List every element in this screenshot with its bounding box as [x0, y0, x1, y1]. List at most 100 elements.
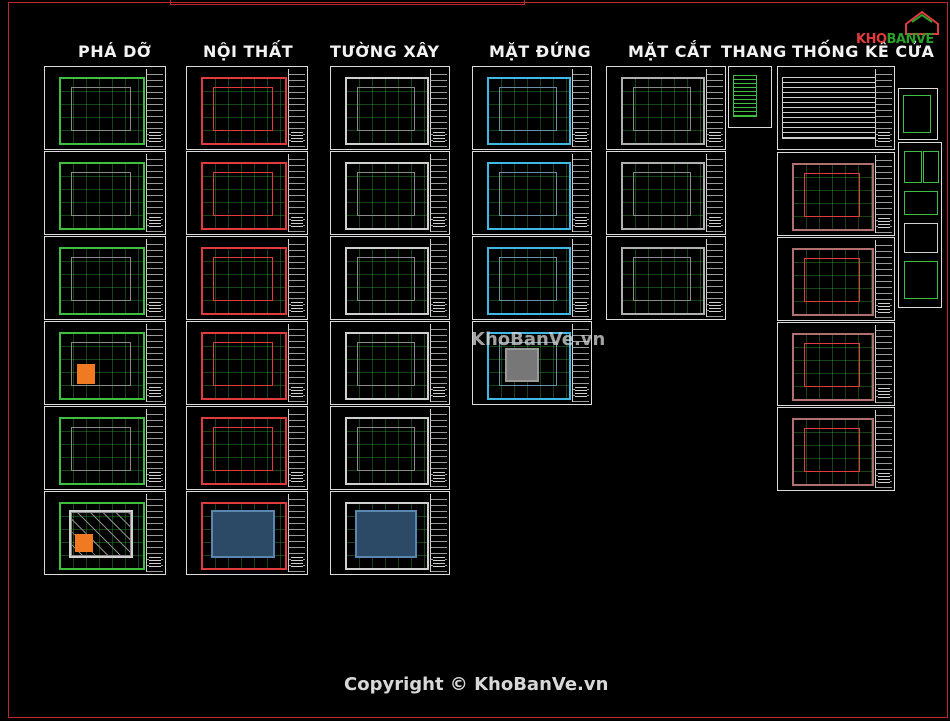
- floor-plan: [345, 332, 429, 400]
- title-block: [875, 240, 892, 318]
- sheet-mat-dung[interactable]: [472, 321, 592, 405]
- sheet-noi-that[interactable]: [186, 406, 308, 490]
- sheet-thong-ke-cua[interactable]: [777, 152, 895, 236]
- sheet-pha-do[interactable]: [44, 321, 166, 405]
- top-strip: [170, 0, 525, 5]
- sheet-pha-do[interactable]: [44, 151, 166, 235]
- title-block: [430, 324, 447, 402]
- floor-plan: [487, 247, 571, 315]
- sheet-tuong-xay[interactable]: [330, 66, 450, 150]
- logo-suffix: BANVE: [886, 32, 935, 47]
- column-title-mat-cat: MẶT CẮT: [628, 42, 712, 61]
- title-block: [706, 69, 723, 147]
- sheet-door-detail-2[interactable]: [898, 142, 942, 308]
- column-title-pha-do: PHÁ DỠ: [78, 42, 152, 61]
- door-detail: [904, 223, 938, 253]
- sheet-mat-dung[interactable]: [472, 66, 592, 150]
- sheet-mat-cat[interactable]: [606, 66, 726, 150]
- room-outline: [213, 257, 273, 301]
- room-outline: [499, 342, 557, 386]
- column-title-thong-ke-cua: THỐNG KÊ CỬA: [792, 42, 935, 61]
- room-outline: [499, 87, 557, 131]
- sheet-pha-do[interactable]: [44, 406, 166, 490]
- center-watermark: KhoBanVe.vn: [471, 329, 606, 350]
- sheet-thong-ke-cua[interactable]: [777, 407, 895, 491]
- door-detail: [904, 261, 938, 299]
- floor-plan: [792, 333, 874, 401]
- room-outline: [213, 172, 273, 216]
- column-title-noi-that: NỘI THẤT: [203, 42, 294, 61]
- room-outline: [804, 343, 860, 387]
- floor-plan: [201, 77, 287, 145]
- roof-plan: [355, 510, 417, 558]
- schedule-table: [782, 77, 876, 139]
- floor-plan: [345, 162, 429, 230]
- floor-plan: [345, 247, 429, 315]
- floor-plan: [345, 417, 429, 485]
- sheet-tuong-xay[interactable]: [330, 236, 450, 320]
- title-block: [288, 409, 305, 487]
- column-title-thang: THANG: [721, 42, 787, 61]
- sheet-pha-do[interactable]: [44, 66, 166, 150]
- stair-detail: [733, 75, 757, 117]
- title-block: [146, 324, 163, 402]
- sheet-pha-do[interactable]: [44, 236, 166, 320]
- title-block: [430, 239, 447, 317]
- sheet-mat-cat[interactable]: [606, 151, 726, 235]
- sheet-noi-that[interactable]: [186, 66, 308, 150]
- sheet-tuong-xay[interactable]: [330, 321, 450, 405]
- sheet-noi-that[interactable]: [186, 236, 308, 320]
- floor-plan: [59, 332, 145, 400]
- sheet-mat-dung[interactable]: [472, 236, 592, 320]
- floor-plan: [201, 417, 287, 485]
- sheet-noi-that[interactable]: [186, 151, 308, 235]
- title-block: [430, 154, 447, 232]
- title-block: [146, 69, 163, 147]
- logo-text: KHOBANVE: [856, 32, 934, 47]
- room-outline: [499, 172, 557, 216]
- sheet-mat-cat[interactable]: [606, 236, 726, 320]
- room-outline: [499, 257, 557, 301]
- room-outline: [213, 427, 273, 471]
- floor-plan: [487, 332, 571, 400]
- sheet-tuong-xay[interactable]: [330, 151, 450, 235]
- floor-plan: [345, 77, 429, 145]
- sheet-mat-dung[interactable]: [472, 151, 592, 235]
- floor-plan: [201, 247, 287, 315]
- logo-prefix: KHO: [856, 32, 887, 47]
- floor-plan: [792, 248, 874, 316]
- floor-plan: [201, 332, 287, 400]
- sheet-pha-do[interactable]: [44, 491, 166, 575]
- sheet-noi-that[interactable]: [186, 321, 308, 405]
- floor-plan: [59, 162, 145, 230]
- door-detail: [904, 191, 938, 215]
- title-block: [572, 324, 589, 402]
- room-outline: [633, 257, 691, 301]
- title-block: [875, 325, 892, 403]
- floor-plan: [621, 77, 705, 145]
- sheet-thong-ke-cua[interactable]: [777, 322, 895, 406]
- title-block: [146, 409, 163, 487]
- room-outline: [633, 172, 691, 216]
- title-block: [146, 494, 163, 572]
- room-outline: [213, 342, 273, 386]
- sheet-tuong-xay[interactable]: [330, 491, 450, 575]
- floor-plan: [59, 502, 145, 570]
- orange-area: [77, 364, 95, 384]
- title-block: [288, 154, 305, 232]
- floor-plan: [792, 163, 874, 231]
- sheet-thang[interactable]: [728, 66, 772, 128]
- door-detail: [904, 151, 922, 183]
- room-outline: [357, 342, 415, 386]
- title-block: [288, 324, 305, 402]
- sheet-thong-ke-cua[interactable]: [777, 237, 895, 321]
- title-block: [706, 154, 723, 232]
- sheet-tuong-xay[interactable]: [330, 406, 450, 490]
- floor-plan: [792, 418, 874, 486]
- title-block: [572, 239, 589, 317]
- sheet-noi-that[interactable]: [186, 491, 308, 575]
- sheet-door-schedule[interactable]: [777, 66, 895, 150]
- sheet-door-detail-1[interactable]: [898, 88, 938, 140]
- title-block: [430, 494, 447, 572]
